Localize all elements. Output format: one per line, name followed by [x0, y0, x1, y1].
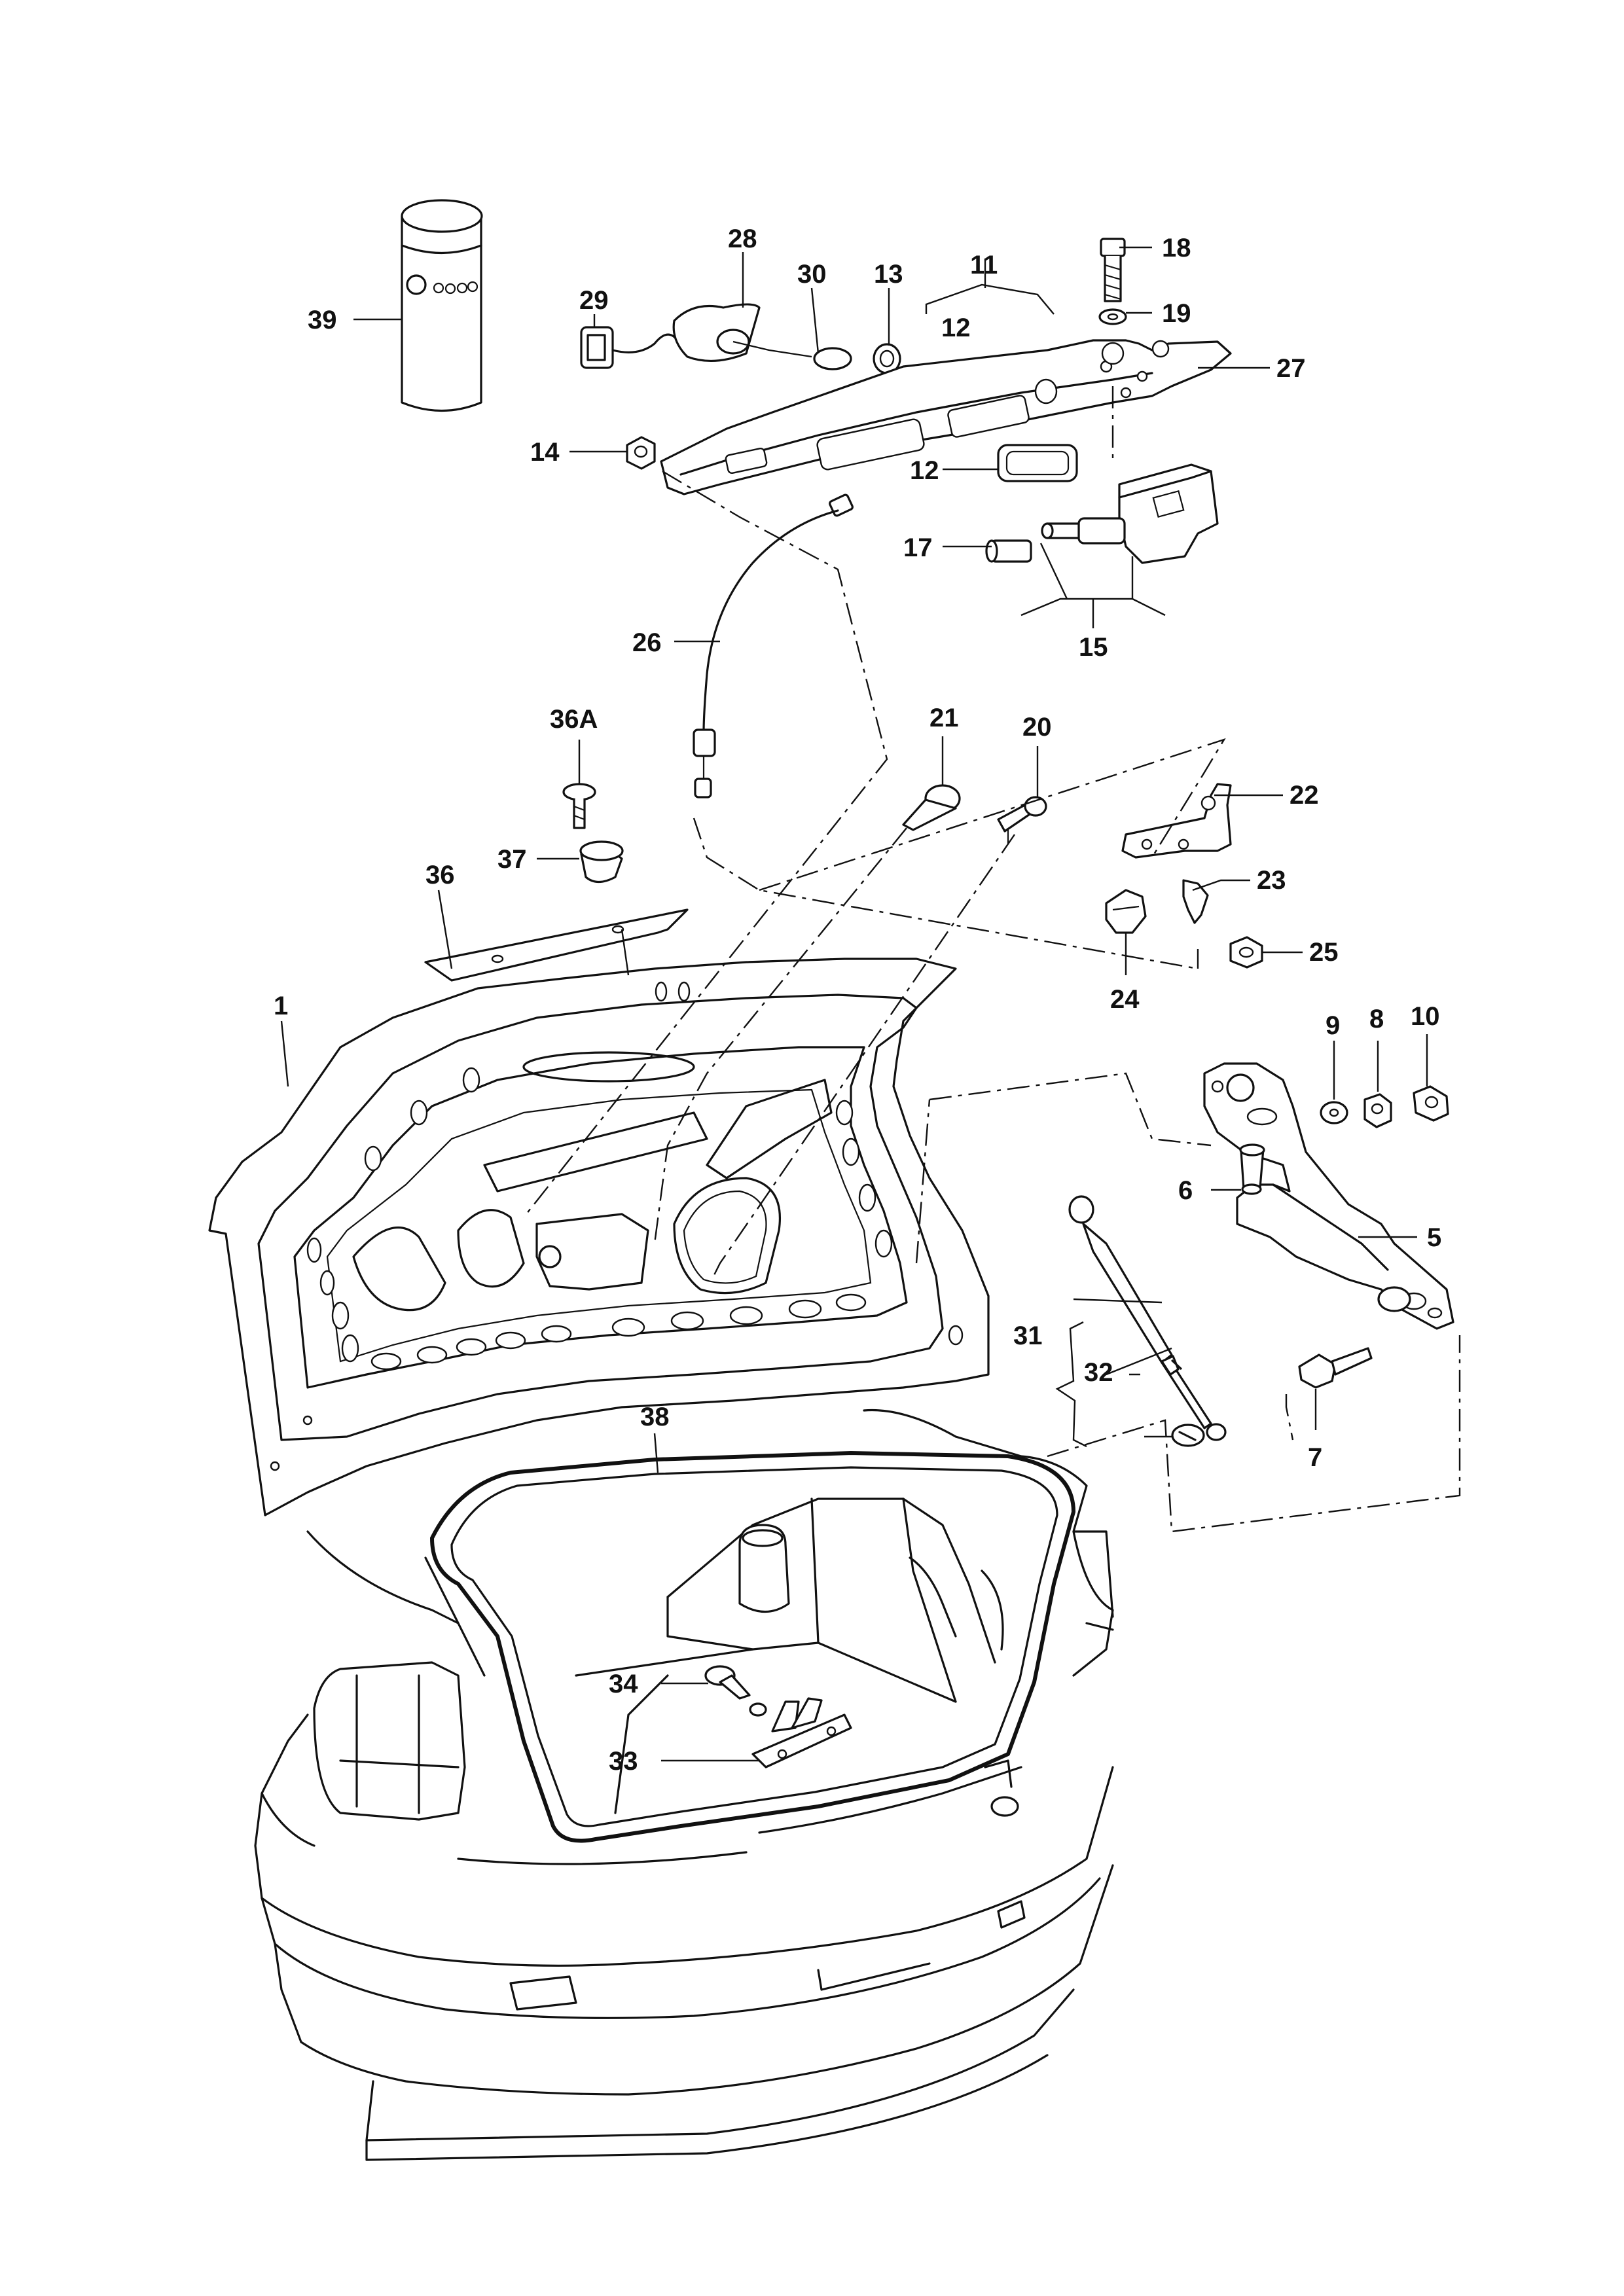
- nut-part-14: [626, 436, 656, 470]
- callout-13: 13: [874, 260, 903, 289]
- gas-strut-part-31: [1068, 1195, 1227, 1447]
- bump-stop-group: [424, 783, 689, 982]
- callout-36A: 36A: [550, 705, 598, 734]
- callout-8: 8: [1369, 1005, 1384, 1033]
- callout-28: 28: [728, 224, 757, 253]
- callout-31: 31: [1013, 1321, 1043, 1350]
- callout-33: 33: [609, 1747, 638, 1776]
- callout-20: 20: [1022, 713, 1052, 742]
- callout-22: 22: [1290, 781, 1319, 810]
- callout-14: 14: [530, 438, 560, 467]
- callout-labels: 39 29 28 30 13 11 12 12 18 19 27 14 17 1…: [274, 224, 1441, 1776]
- callout-24: 24: [1110, 985, 1140, 1014]
- callout-39: 39: [308, 306, 337, 334]
- callout-27: 27: [1276, 354, 1306, 383]
- callout-17: 17: [903, 533, 933, 562]
- buffer-parts-20-21: [902, 784, 1047, 844]
- lock-cylinder-group: [580, 303, 901, 374]
- callout-19: 19: [1162, 299, 1191, 328]
- callout-18: 18: [1162, 234, 1191, 262]
- callout-29: 29: [579, 286, 609, 315]
- callout-21: 21: [929, 704, 959, 732]
- callout-5: 5: [1427, 1223, 1441, 1252]
- callout-38: 38: [640, 1403, 670, 1431]
- callout-12-lower: 12: [910, 456, 939, 485]
- callout-6: 6: [1178, 1176, 1193, 1205]
- callout-26: 26: [632, 628, 662, 657]
- trunk-lid-part-1: [208, 958, 990, 1516]
- callout-25: 25: [1309, 938, 1339, 967]
- callout-9: 9: [1326, 1011, 1340, 1040]
- callout-1: 1: [274, 992, 288, 1020]
- callout-36: 36: [425, 861, 455, 889]
- car-body-rear: [254, 1408, 1114, 2161]
- latch-group: [1105, 783, 1263, 969]
- callout-32: 32: [1084, 1358, 1113, 1387]
- hinge-part-5: [1203, 1062, 1454, 1389]
- callout-23: 23: [1257, 866, 1286, 895]
- release-cable-part-26: [693, 493, 854, 798]
- callout-12-upper: 12: [941, 314, 971, 342]
- callout-7: 7: [1308, 1443, 1322, 1472]
- callout-30: 30: [797, 260, 827, 289]
- callout-34: 34: [609, 1670, 638, 1698]
- callout-10: 10: [1411, 1002, 1440, 1031]
- handle-bracket-part-27: [660, 339, 1232, 495]
- lock-actuator-part-15: [985, 463, 1219, 564]
- leader-lines: [280, 246, 1428, 1762]
- callout-37: 37: [497, 845, 527, 874]
- spray-can-part-39: [401, 199, 483, 412]
- assembly-lines: [523, 386, 1461, 1533]
- callout-11: 11: [970, 251, 998, 279]
- callout-15: 15: [1079, 633, 1108, 662]
- bolt-washer-group: [1098, 238, 1127, 325]
